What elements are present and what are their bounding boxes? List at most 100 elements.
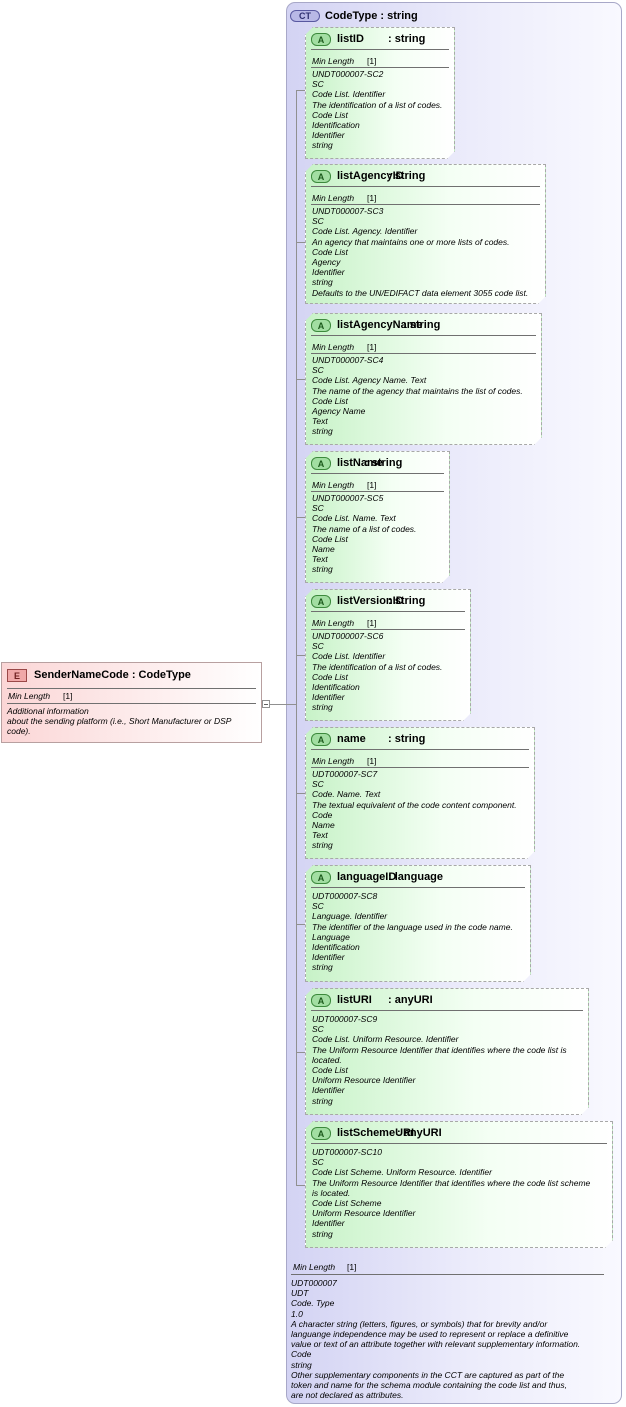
attribute-facet-label: Min Length [312, 193, 355, 203]
doc-line: string [291, 1359, 312, 1370]
doc-line: value or text of an attribute together w… [291, 1339, 581, 1350]
element-facet-value: [1] [63, 691, 73, 701]
complex-type-facet-label: Min Length [293, 1262, 336, 1272]
attribute-icon: A [311, 1127, 331, 1140]
attribute-separator [311, 767, 529, 768]
attribute-icon: A [311, 871, 331, 884]
doc-line: Code List Scheme. Uniform Resource. Iden… [312, 1167, 492, 1178]
element-facet-label: Min Length [8, 691, 51, 701]
doc-line: SC [312, 216, 324, 227]
doc-line: SC [312, 779, 324, 790]
element-separator-top [7, 688, 256, 689]
attribute-type-value: string [394, 733, 426, 745]
complex-type-title: CodeType : string [325, 10, 418, 22]
doc-line: Identifier [312, 1218, 345, 1229]
attribute-icon: A [311, 595, 331, 608]
doc-line: string [312, 962, 333, 973]
attribute-facet-label: Min Length [312, 756, 355, 766]
attribute-type: : string [388, 33, 426, 45]
attribute-separator [311, 1010, 583, 1011]
doc-line: Identification [312, 120, 360, 131]
doc-line: SC [312, 1024, 324, 1035]
doc-line: Uniform Resource Identifier [312, 1075, 416, 1086]
attribute-name: listURI [337, 994, 372, 1006]
connector-branch [296, 924, 305, 925]
element-separator-bottom [7, 703, 256, 704]
doc-line: Additional information [7, 706, 89, 716]
connector-vertical [296, 90, 297, 1185]
doc-line: UDT000007-SC7 [312, 769, 378, 779]
doc-line: Name [312, 544, 335, 555]
doc-line: Defaults to the UN/EDIFACT data element … [312, 287, 529, 298]
doc-line: UNDT000007-SC3 [312, 206, 384, 216]
doc-line: string [312, 1228, 333, 1239]
doc-line: Text [312, 830, 328, 841]
attribute-type-value: string [394, 595, 426, 607]
doc-line: located. [312, 1054, 342, 1065]
connector-branch [296, 379, 305, 380]
doc-line: Code. Name. Text [312, 789, 381, 800]
doc-line: UDT000007-SC8 [312, 891, 378, 901]
doc-line: Identification [312, 942, 360, 953]
attribute-name: listName [337, 457, 383, 469]
doc-line: Language [312, 931, 350, 942]
doc-line: UNDT000007-SC5 [312, 493, 384, 503]
attribute-type: : anyURI [397, 1127, 442, 1139]
attribute-separator [311, 353, 536, 354]
attribute-icon: A [311, 170, 331, 183]
doc-line: token and name for the schema module con… [291, 1380, 567, 1391]
attribute-facet-label: Min Length [312, 56, 355, 66]
doc-line: The identifier of the language used in t… [312, 921, 513, 932]
doc-line: The textual equivalent of the code conte… [312, 799, 517, 810]
doc-line: An agency that maintains one or more lis… [312, 236, 510, 247]
doc-line: Identification [312, 682, 360, 693]
doc-line: are not declared as attributes. [291, 1390, 404, 1401]
doc-line: Code List [312, 109, 348, 120]
doc-line: SC [312, 1157, 324, 1168]
attribute-facet-value: [1] [367, 193, 377, 203]
attribute-type-value: string [394, 33, 426, 45]
attribute-separator [311, 49, 449, 50]
element-icon: E [7, 669, 27, 682]
doc-line: Code List. Agency Name. Text [312, 375, 427, 386]
doc-line: Identifier [312, 267, 345, 278]
doc-line: Identifier [312, 952, 345, 963]
doc-line: UDT000007-SC9 [312, 1014, 378, 1024]
attribute-icon: A [311, 33, 331, 46]
doc-line: about the sending platform (i.e., Short … [7, 716, 232, 727]
doc-line: A character string (letters, figures, or… [291, 1318, 548, 1329]
complex-type-separator-top [291, 1274, 604, 1275]
attribute-name: listSchemeURI [337, 1127, 415, 1139]
collapse-toggle[interactable] [262, 700, 270, 708]
doc-line: SC [312, 503, 324, 514]
doc-line: The name of a list of codes. [312, 523, 417, 534]
doc-line: The Uniform Resource Identifier that ide… [312, 1044, 567, 1055]
attribute-separator [311, 749, 529, 750]
doc-line: languange independence may be used to re… [291, 1329, 569, 1340]
doc-line: UNDT000007-SC4 [312, 355, 384, 365]
attribute-type: : language [388, 871, 444, 883]
attribute-icon: A [311, 994, 331, 1007]
attribute-type: : string [388, 733, 426, 745]
attribute-icon: A [311, 319, 331, 332]
doc-line: string [312, 702, 333, 713]
doc-line: Text [312, 416, 328, 427]
connector-horizontal [270, 704, 296, 705]
attribute-separator [311, 67, 449, 68]
complex-type-header: CT CodeType : string [290, 8, 418, 24]
attribute-separator [311, 204, 540, 205]
attribute-facet-value: [1] [367, 342, 377, 352]
doc-line: Agency Name [312, 406, 366, 417]
doc-line: Code List. Agency. Identifier [312, 226, 418, 237]
